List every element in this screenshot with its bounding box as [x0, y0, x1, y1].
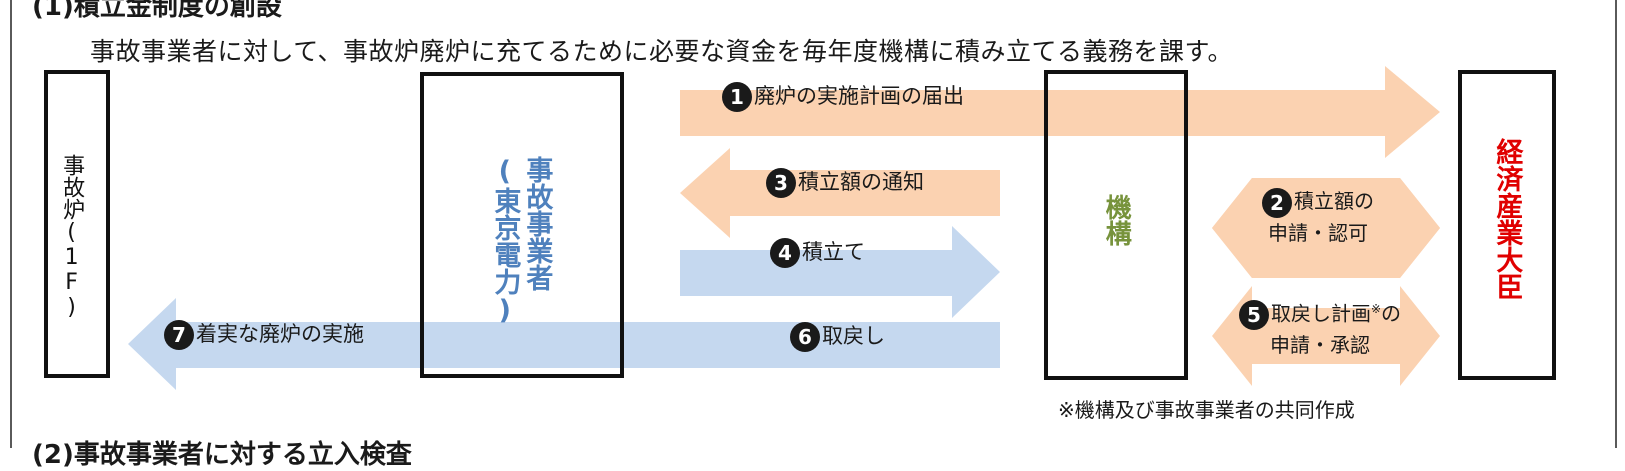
arrow-step-3	[680, 148, 1000, 238]
step-3-number: 3	[766, 168, 796, 198]
step-5-mark: ※	[1370, 302, 1382, 316]
step-6-text: 取戻し	[822, 324, 885, 348]
step-4-number: 4	[770, 238, 800, 268]
footnote: ※機構及び事故事業者の共同作成	[1058, 398, 1355, 422]
section-heading-2: (2)事故事業者に対する立入検査	[32, 440, 412, 470]
step-2-text-line2: 申請・認可	[1268, 220, 1368, 245]
section-heading-1: (1)積立金制度の創設	[32, 0, 282, 22]
step-4-text: 積立て	[802, 240, 865, 264]
step-2-number: 2	[1262, 187, 1292, 218]
step-2-text-line1: 積立額の	[1294, 189, 1374, 213]
arrow-step-1	[680, 66, 1440, 158]
reactor-box: 事故炉(1F)	[44, 70, 110, 378]
step-5-number: 5	[1238, 300, 1269, 331]
step-6-number: 6	[790, 322, 820, 352]
intro-text: 事故事業者に対して、事故炉廃炉に充てるために必要な資金を毎年度機構に積み立てる義…	[90, 37, 1234, 66]
minister-box: 経済産業大臣	[1458, 70, 1556, 380]
frame-left-border	[10, 0, 12, 448]
operator-company: (東京電力)	[489, 156, 521, 326]
organization-box: 機構	[1044, 70, 1188, 380]
operator-box: 事故事業者 (東京電力)	[420, 72, 624, 378]
organization-label: 機構	[1101, 194, 1132, 246]
frame-right-border	[1615, 0, 1617, 448]
minister-label: 経済産業大臣	[1491, 138, 1523, 300]
step-7-text: 着実な廃炉の実施	[196, 322, 364, 346]
reactor-label: 事故炉(1F)	[59, 154, 85, 320]
step-5-text-line2: 申請・承認	[1270, 333, 1370, 358]
arrow-step-5	[1212, 286, 1440, 386]
operator-name: 事故事業者	[521, 156, 553, 291]
step-7-number: 7	[164, 320, 194, 350]
step-1-text: 廃炉の実施計画の届出	[754, 84, 964, 108]
step-1-number: 1	[722, 82, 752, 112]
step-5-text-line1: 取戻し計画	[1270, 301, 1371, 326]
arrow-step-6-7	[128, 298, 1000, 390]
arrow-step-4	[680, 226, 1000, 318]
step-5-text-line1-tail: の	[1381, 301, 1402, 326]
step-3-text: 積立額の通知	[798, 170, 924, 194]
